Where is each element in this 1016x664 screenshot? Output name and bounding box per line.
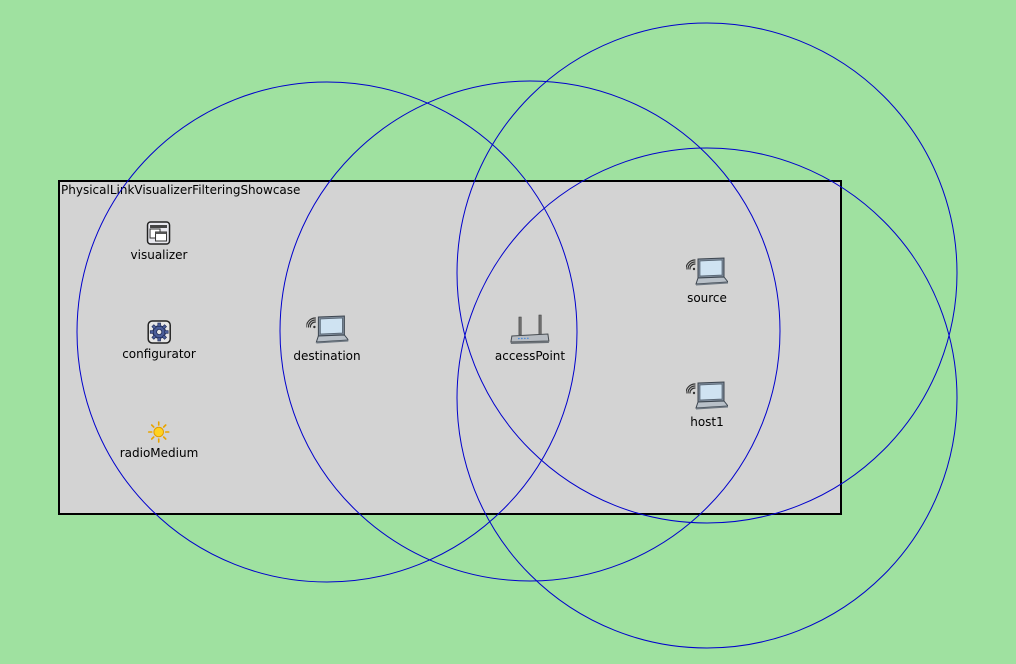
node-label: accessPoint <box>494 349 566 363</box>
node-label: destination <box>293 349 361 363</box>
sun-icon <box>148 421 170 443</box>
access-point-icon <box>510 314 550 344</box>
gear-icon <box>147 320 171 344</box>
node-label: radioMedium <box>119 446 199 460</box>
node-radioMedium[interactable]: radioMedium <box>119 421 199 460</box>
node-configurator[interactable]: configurator <box>122 320 196 361</box>
network-title: PhysicalLinkVisualizerFilteringShowcase <box>61 183 301 197</box>
node-label: source <box>687 291 727 305</box>
node-source[interactable]: source <box>686 256 728 305</box>
node-accessPoint[interactable]: accessPoint <box>495 314 565 363</box>
visualizer-icon <box>147 221 171 245</box>
node-label: visualizer <box>130 248 188 262</box>
node-label: host1 <box>690 415 724 429</box>
laptop-wireless-icon <box>686 381 728 410</box>
node-visualizer[interactable]: visualizer <box>130 221 188 262</box>
laptop-wireless-icon <box>306 315 348 344</box>
node-destination[interactable]: destination <box>293 314 361 363</box>
node-label: configurator <box>122 347 196 361</box>
laptop-wireless-icon <box>686 257 728 286</box>
node-host1[interactable]: host1 <box>686 380 728 429</box>
